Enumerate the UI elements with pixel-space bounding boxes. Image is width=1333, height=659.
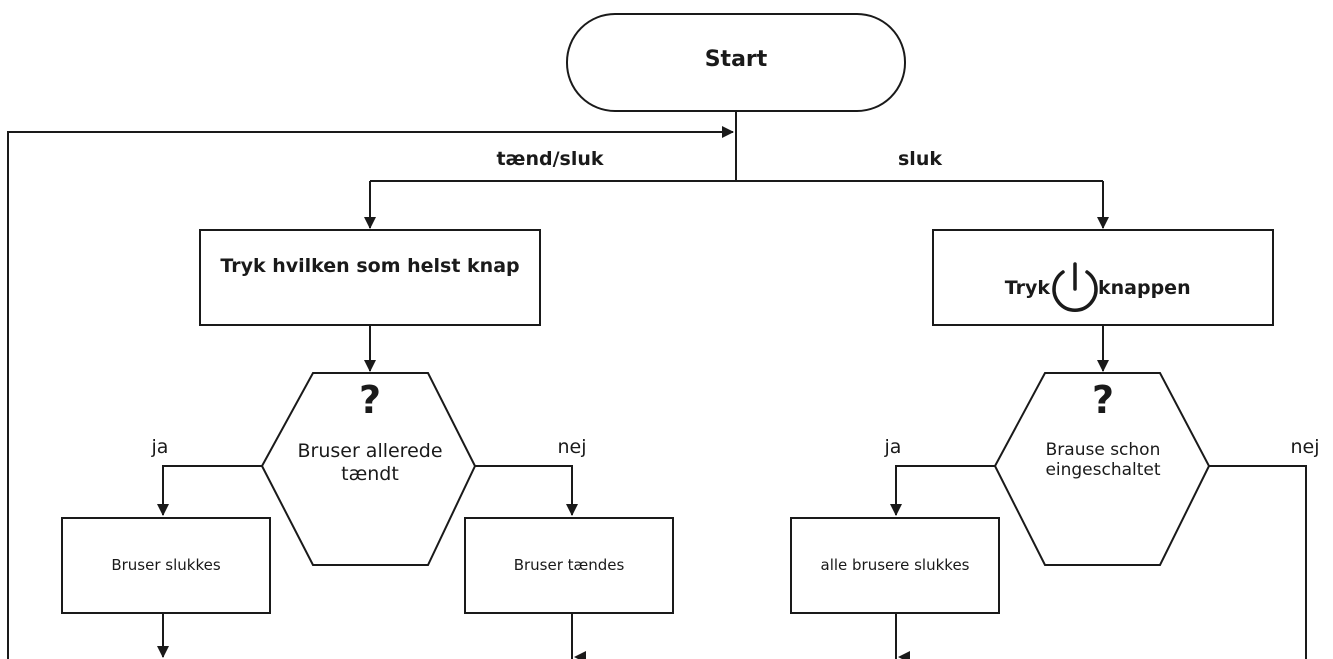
left-decision-label: Bruser allerede tændt [297, 440, 443, 485]
left-no-merge-arrowhead [574, 651, 586, 659]
right-action-text-after: knappen [1098, 277, 1191, 299]
left-no-connector [475, 465, 578, 516]
right-yes-result-label: alle brusere slukkes [820, 556, 970, 574]
right-yes-connector [890, 465, 995, 516]
left-branch-label: tænd/sluk [496, 148, 604, 170]
right-action-node [932, 229, 1274, 326]
left-yes-result-label: Bruser slukkes [111, 556, 221, 574]
right-action-text-before: Tryk [1004, 277, 1050, 299]
left-action-node [199, 229, 541, 326]
left-question-mark: ? [358, 378, 382, 422]
left-no-label: nej [557, 436, 587, 458]
left-yes-label: ja [151, 436, 169, 458]
right-no-label: nej [1290, 436, 1320, 458]
right-yes-label: ja [884, 436, 902, 458]
power-icon [1052, 262, 1098, 312]
start-label: Start [704, 47, 768, 72]
right-decision-label: Brause schon eingeschaltet [1045, 440, 1161, 481]
left-no-result-node [464, 517, 674, 614]
left-action-label: Tryk hvilken som helst knap [220, 255, 520, 277]
right-question-mark: ? [1091, 378, 1115, 422]
left-no-result-label: Bruser tændes [513, 556, 625, 574]
left-yes-connector [157, 465, 262, 516]
right-no-connector [1209, 465, 1307, 659]
left-yes-result-node [61, 517, 271, 614]
right-yes-merge-arrowhead [898, 651, 910, 659]
right-branch-label: sluk [898, 148, 942, 170]
right-yes-result-node [790, 517, 1000, 614]
loop-back-connector [7, 126, 734, 659]
